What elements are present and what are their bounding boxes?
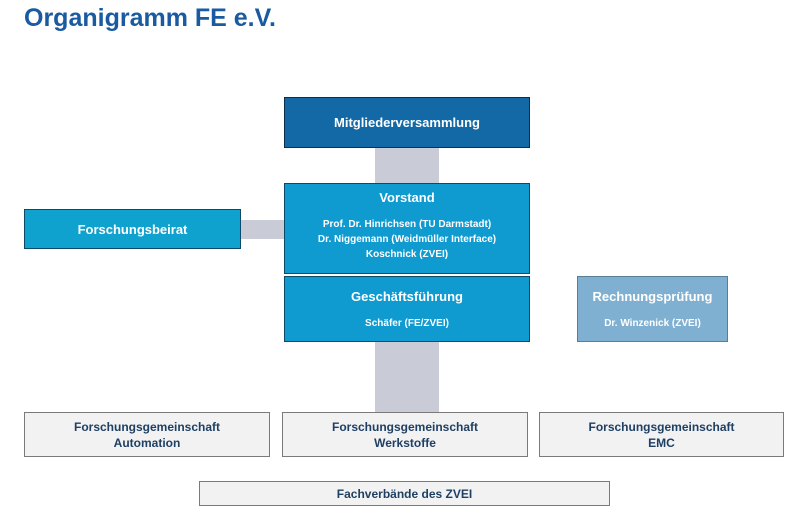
geschaeftsfuehrung-box: Geschäftsführung Schäfer (FE/ZVEI) [284,276,530,342]
fachverbaende-box: Fachverbände des ZVEI [199,481,610,506]
forschungsgemeinschaft-label: Forschungsgemeinschaft [73,419,221,434]
connector-mv-vorstand [375,148,439,184]
forschungsgemeinschaft-name: Automation [113,435,181,450]
rechnungspruefung-member: Dr. Winzenick (ZVEI) [604,318,701,329]
vorstand-member: Dr. Niggemann (Weidmüller Interface) [317,234,497,245]
forschungsgemeinschaft-label: Forschungsgemeinschaft [588,419,735,434]
geschaeftsfuehrung-label: Geschäftsführung [351,289,463,304]
vorstand-member: Koschnick (ZVEI) [365,249,449,260]
rechnungspruefung-label: Rechnungsprüfung [592,289,713,304]
rechnungspruefung-box: Rechnungsprüfung Dr. Winzenick (ZVEI) [577,276,728,342]
forschungsgemeinschaft-werkstoffe-box: Forschungsgemeinschaft Werkstoffe [282,412,528,457]
page-title: Organigramm FE e.V. [24,4,276,32]
fachverbaende-label: Fachverbände des ZVEI [336,486,473,501]
vorstand-box: Vorstand Prof. Dr. Hinrichsen (TU Darmst… [284,183,530,274]
mitgliederversammlung-label: Mitgliederversammlung [334,115,480,130]
forschungsbeirat-box: Forschungsbeirat [24,209,241,249]
vorstand-label: Vorstand [379,190,435,205]
geschaeftsfuehrung-member: Schäfer (FE/ZVEI) [365,318,449,329]
mitgliederversammlung-box: Mitgliederversammlung [284,97,530,148]
forschungsgemeinschaft-emc-box: Forschungsgemeinschaft EMC [539,412,784,457]
connector-gf-forschung [375,342,439,412]
forschungsgemeinschaft-name: Werkstoffe [374,435,436,450]
forschungsbeirat-label: Forschungsbeirat [77,221,188,237]
vorstand-member: Prof. Dr. Hinrichsen (TU Darmstadt) [322,219,492,230]
forschungsgemeinschaft-label: Forschungsgemeinschaft [331,419,479,434]
forschungsgemeinschaft-name: EMC [648,435,675,450]
connector-beirat-vorstand [241,220,285,239]
forschungsgemeinschaft-automation-box: Forschungsgemeinschaft Automation [24,412,270,457]
